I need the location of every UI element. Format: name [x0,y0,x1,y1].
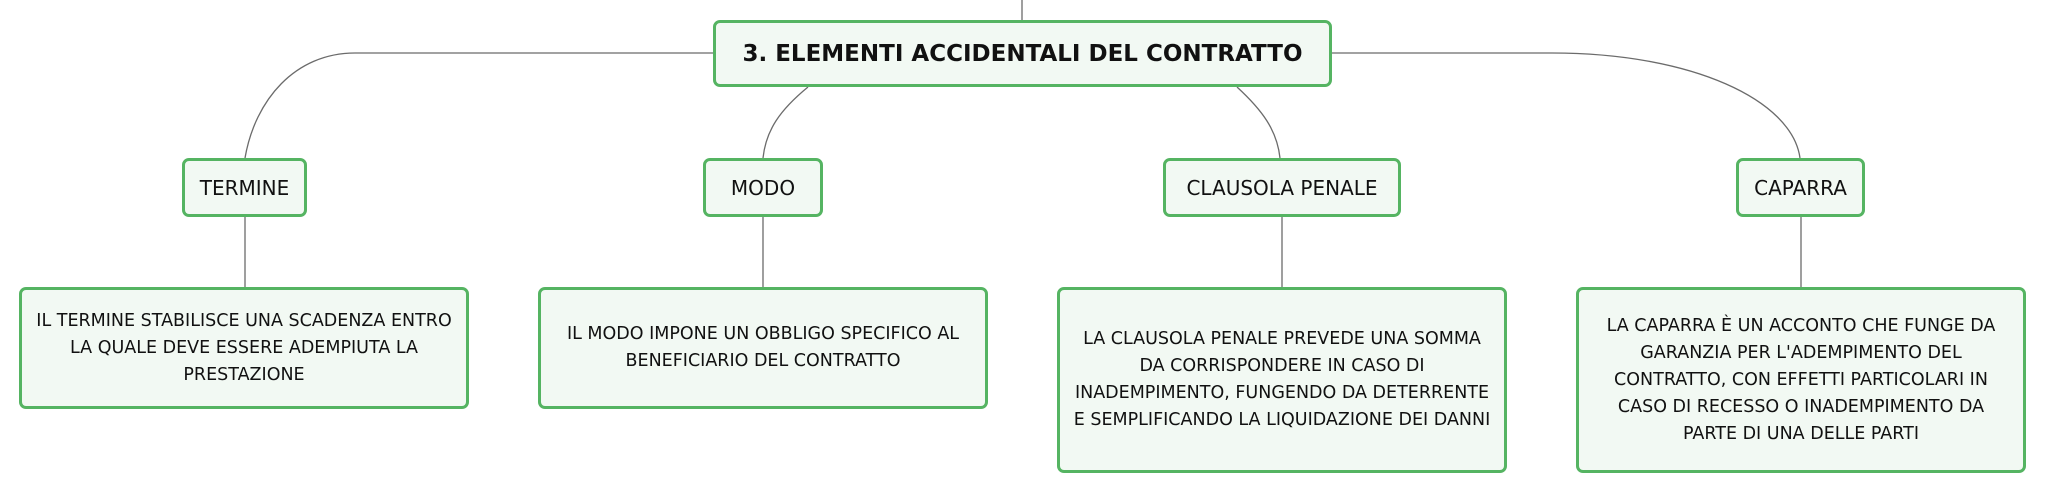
detail-termine-text: IL TERMINE STABILISCE UNA SCADENZA ENTRO… [36,310,452,385]
node-modo[interactable]: MODO [703,158,823,217]
connector-root-modo [762,86,809,159]
detail-clausola-penale-text: LA CLAUSOLA PENALE PREVEDE UNA SOMMA DA … [1073,329,1491,430]
root-node-label: 3. ELEMENTI ACCIDENTALI DEL CONTRATTO [742,40,1303,67]
node-caparra-label: CAPARRA [1754,175,1847,200]
node-caparra[interactable]: CAPARRA [1736,158,1865,217]
node-clausola-penale-label: CLAUSOLA PENALE [1186,175,1378,200]
detail-caparra-text: LA CAPARRA È UN ACCONTO CHE FUNGE DA GAR… [1606,315,1996,444]
detail-modo[interactable]: IL MODO IMPONE UN OBBLIGO SPECIFICO AL B… [538,287,988,409]
connector-root-termine [244,52,713,159]
detail-clausola-penale[interactable]: LA CLAUSOLA PENALE PREVEDE UNA SOMMA DA … [1057,287,1507,473]
node-modo-label: MODO [730,175,796,200]
detail-termine[interactable]: IL TERMINE STABILISCE UNA SCADENZA ENTRO… [19,287,469,409]
node-termine-label: TERMINE [199,175,290,200]
node-clausola-penale[interactable]: CLAUSOLA PENALE [1163,158,1401,217]
connector-root-caparra [1332,52,1801,159]
node-termine[interactable]: TERMINE [182,158,307,217]
root-node[interactable]: 3. ELEMENTI ACCIDENTALI DEL CONTRATTO [713,20,1332,87]
connector-root-clausola [1236,86,1281,159]
detail-caparra[interactable]: LA CAPARRA È UN ACCONTO CHE FUNGE DA GAR… [1576,287,2026,473]
detail-modo-text: IL MODO IMPONE UN OBBLIGO SPECIFICO AL B… [566,324,960,371]
